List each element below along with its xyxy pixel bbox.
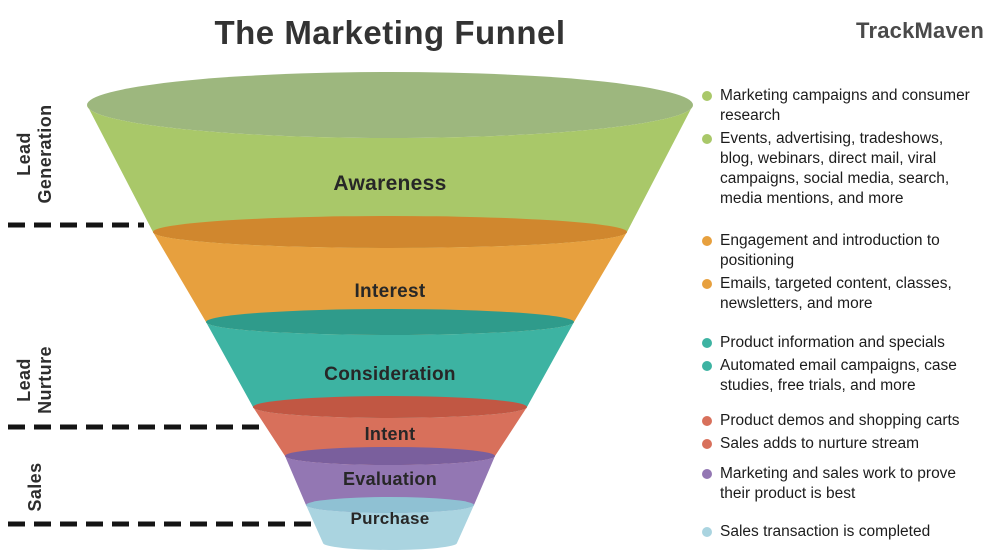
note-item: Marketing and sales work to prove their … [702, 464, 978, 504]
notes-group-evaluation: Marketing and sales work to prove their … [702, 464, 978, 507]
note-text: Automated email campaigns, case studies,… [720, 357, 957, 394]
notes-group-interest: Engagement and introduction to positioni… [702, 231, 978, 317]
funnel-stage-consideration [206, 322, 574, 418]
note-text: Events, advertising, tradeshows, blog, w… [720, 130, 950, 207]
funnel-stage-interest [153, 232, 627, 335]
notes-group-consideration: Product information and specials Automat… [702, 333, 978, 399]
bullet-icon [702, 91, 712, 101]
note-text: Engagement and introduction to positioni… [720, 232, 940, 269]
section-label-sales: Sales [25, 462, 45, 512]
note-item: Events, advertising, tradeshows, blog, w… [702, 129, 978, 209]
funnel-rim-purchase [306, 497, 474, 513]
note-text: Product information and specials [720, 334, 945, 351]
section-label-lead-generation: Lead Generation [14, 104, 55, 204]
note-item: Sales transaction is completed [702, 522, 978, 542]
page-title: The Marketing Funnel [214, 14, 566, 51]
bullet-icon [702, 361, 712, 371]
funnel-stage-evaluation [285, 456, 495, 513]
stage-label-awareness: Awareness [333, 172, 447, 195]
note-item: Product demos and shopping carts [702, 411, 978, 431]
bullet-icon [702, 338, 712, 348]
funnel-rim-evaluation [285, 447, 495, 465]
bullet-icon [702, 236, 712, 246]
note-text: Emails, targeted content, classes, newsl… [720, 275, 952, 312]
bullet-icon [702, 439, 712, 449]
funnel-rim-intent [253, 396, 527, 418]
note-text: Sales transaction is completed [720, 523, 931, 540]
stage-label-consideration: Consideration [324, 364, 456, 385]
notes-group-awareness: Marketing campaigns and consumer researc… [702, 86, 978, 212]
note-text: Product demos and shopping carts [720, 412, 960, 429]
note-text: Marketing campaigns and consumer researc… [720, 87, 970, 124]
notes-group-intent: Product demos and shopping carts Sales a… [702, 411, 978, 457]
funnel-stage-awareness [87, 105, 693, 248]
stage-label-interest: Interest [354, 281, 426, 302]
section-label-lead-nurture: Lead Nurture [14, 346, 55, 414]
brand-logo: TrackMaven [856, 18, 984, 43]
note-item: Marketing campaigns and consumer researc… [702, 86, 978, 126]
funnel-rim-interest [153, 216, 627, 248]
note-item: Automated email campaigns, case studies,… [702, 356, 978, 396]
bullet-icon [702, 416, 712, 426]
notes-group-purchase: Sales transaction is completed [702, 522, 978, 545]
funnel-opening-ellipse [87, 72, 693, 138]
bullet-icon [702, 134, 712, 144]
note-item: Engagement and introduction to positioni… [702, 231, 978, 271]
note-item: Sales adds to nurture stream [702, 434, 978, 454]
note-text: Sales adds to nurture stream [720, 435, 920, 452]
note-item: Emails, targeted content, classes, newsl… [702, 274, 978, 314]
note-text: Marketing and sales work to prove their … [720, 465, 957, 502]
stage-label-purchase: Purchase [350, 509, 430, 528]
stage-label-intent: Intent [364, 424, 416, 444]
note-item: Product information and specials [702, 333, 978, 353]
bullet-icon [702, 469, 712, 479]
bullet-icon [702, 527, 712, 537]
stage-label-evaluation: Evaluation [342, 469, 438, 489]
bullet-icon [702, 279, 712, 289]
funnel-rim-consideration [206, 309, 574, 335]
funnel-stage-purchase [306, 505, 474, 550]
